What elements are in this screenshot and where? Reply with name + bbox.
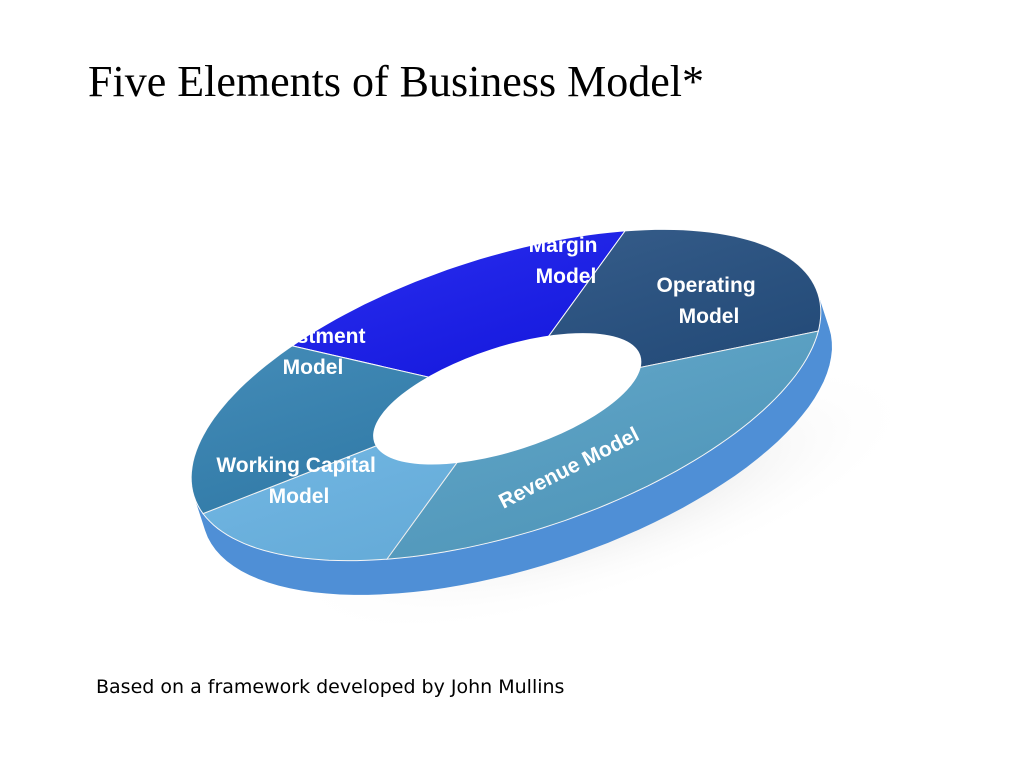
label-gross-margin-line-3: Model [536, 265, 597, 288]
label-gross-margin: Gross Margin Model [529, 203, 604, 288]
label-investment-line-1: Investment [255, 325, 366, 348]
slide-title: Five Elements of Business Model* [88, 57, 704, 106]
label-gross-margin-line-1: Gross [533, 203, 594, 226]
label-working-capital: Working Capital Model [216, 454, 381, 508]
ring-hole [373, 333, 642, 465]
label-operating: Operating Model [656, 274, 761, 328]
label-working-capital-line-1: Working Capital [216, 454, 375, 477]
label-operating-line-1: Operating [656, 274, 755, 297]
label-investment: Investment Model [255, 325, 372, 379]
label-gross-margin-line-2: Margin [529, 234, 598, 257]
label-investment-line-2: Model [283, 356, 344, 379]
ring-side [194, 293, 832, 595]
footnote: Based on a framework developed by John M… [96, 676, 565, 698]
label-working-capital-line-2: Model [269, 485, 330, 508]
label-operating-line-2: Model [679, 305, 740, 328]
